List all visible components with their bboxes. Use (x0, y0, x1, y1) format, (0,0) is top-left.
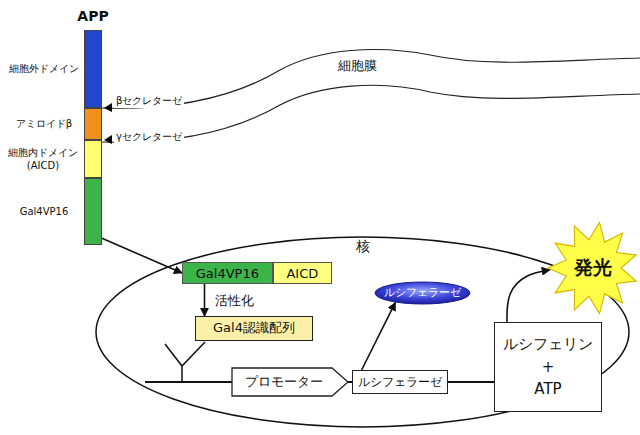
recognition-box: Gal4認識配列 (195, 316, 313, 341)
gene-box: ルシフェラーゼ (352, 370, 448, 394)
substrate-box: ルシフェリン + ATP (494, 322, 602, 412)
promoter-arrow: プロモーター (232, 368, 348, 396)
protein-domain: アミロイドβ (84, 108, 102, 140)
fusion-part: Gal4VP16 (182, 262, 273, 284)
node-text: プロモーター (245, 374, 335, 390)
node-text: ルシフェラーゼ (358, 375, 442, 390)
flow-arrow (362, 302, 396, 370)
domain-label: 細胞外ドメイン (8, 63, 80, 76)
node-text: 発光 (574, 256, 612, 280)
domain-label: アミロイドβ (8, 118, 80, 131)
enzyme-label: βセクレターゼ (114, 94, 184, 108)
domain-label: Gal4VP16 (8, 205, 80, 218)
edge-label: 活性化 (213, 292, 256, 310)
protein-domain: Gal4VP16 (84, 178, 102, 245)
node-text: 核 (356, 238, 370, 256)
protein-name: APP (75, 8, 110, 24)
enzyme-oval: ルシフェラーゼ (375, 282, 470, 304)
flow-arrow (102, 238, 182, 273)
light-burst: 発光 (548, 222, 638, 314)
domain-label: 細胞内ドメイン (AICD) (6, 147, 80, 172)
membrane-label: 細胞膜 (336, 57, 379, 75)
cleavage-mark (104, 135, 112, 144)
fusion-protein: Gal4VP16AICD (182, 262, 332, 284)
binding-bracket (165, 342, 205, 382)
protein-domain: 細胞外ドメイン (84, 30, 102, 108)
node-text: ルシフェリン + ATP (498, 333, 598, 401)
enzyme-label: γセクレターゼ (114, 130, 184, 144)
node-text: ルシフェラーゼ (384, 286, 461, 300)
cell-membrane (102, 50, 640, 109)
flow-arrow (507, 270, 550, 322)
flow-arrow (204, 284, 206, 316)
cleavage-mark (104, 103, 112, 112)
protein-domain: 細胞内ドメイン (AICD) (84, 140, 102, 178)
fusion-part: AICD (273, 262, 332, 284)
node-text: Gal4認識配列 (213, 320, 295, 336)
